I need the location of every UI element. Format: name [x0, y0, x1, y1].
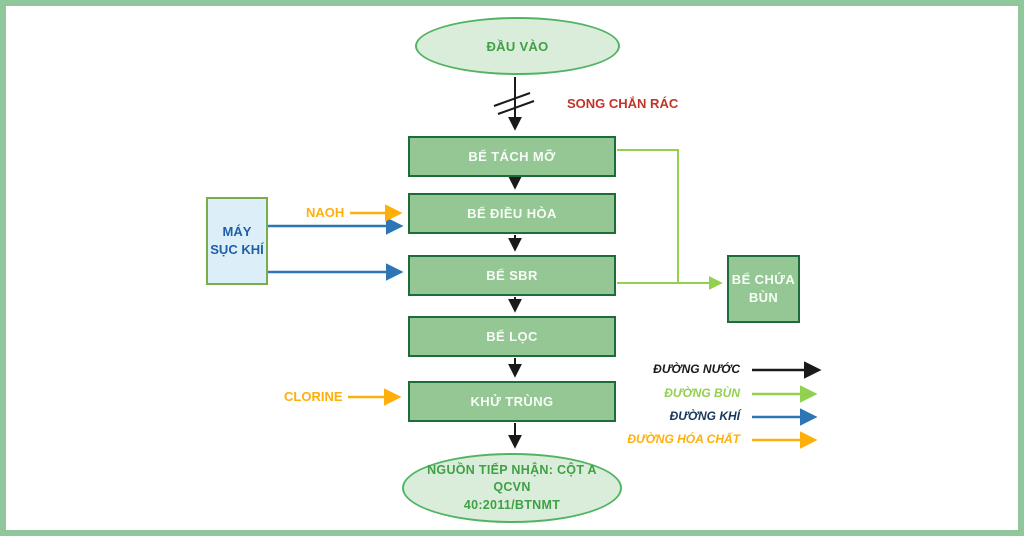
water-arrows	[493, 77, 535, 449]
disinfection-tank-label: KHỬ TRÙNG	[470, 394, 554, 409]
outlet-terminal-label: NGUỒN TIẾP NHẬN: CỘT A QCVN 40:2011/BTNM…	[404, 462, 620, 515]
bar-screen-label: SONG CHẮN RÁC	[567, 96, 679, 111]
legend-chemical-label: ĐƯỜNG HÓA CHẤT	[627, 432, 740, 446]
filter-tank-label: BỂ LỌC	[486, 329, 538, 344]
grease-tank-box: BỂ TÁCH MỠ	[408, 136, 616, 177]
aerator-box: MÁY SỤC KHÍ	[206, 197, 268, 285]
start-terminal: ĐẦU VÀO	[415, 17, 620, 75]
sludge-lines	[617, 149, 723, 290]
aerator-label: MÁY SỤC KHÍ	[210, 224, 264, 257]
legend-sludge-label: ĐƯỜNG BÙN	[664, 386, 740, 400]
sludge-line-from-grease-tank	[617, 149, 679, 283]
naoh-label: NAOH	[306, 205, 345, 220]
bar-screen-mark-2	[497, 100, 535, 115]
sbr-tank-label: BỂ SBR	[486, 268, 538, 283]
sbr-tank-box: BỂ SBR	[408, 255, 616, 296]
filter-tank-box: BỂ LỌC	[408, 316, 616, 357]
legend-water-label: ĐƯỜNG NƯỚC	[653, 362, 740, 376]
outlet-line2: 40:2011/BTNMT	[463, 497, 561, 512]
disinfection-tank-box: KHỬ TRÙNG	[408, 381, 616, 422]
start-terminal-label: ĐẦU VÀO	[486, 38, 549, 54]
outlet-line1: NGUỒN TIẾP NHẬN: CỘT A QCVN	[427, 462, 597, 495]
clorine-label: CLORINE	[284, 389, 343, 404]
outlet-terminal: NGUỒN TIẾP NHẬN: CỘT A QCVN 40:2011/BTNM…	[402, 453, 622, 523]
grease-tank-label: BỂ TÁCH MỠ	[468, 149, 556, 164]
legend-arrows	[752, 361, 822, 449]
sludge-tank-label: BỂ CHỨA BÙN	[731, 271, 796, 305]
sludge-tank-box: BỂ CHỨA BÙN	[727, 255, 800, 323]
legend-air-label: ĐƯỜNG KHÍ	[669, 409, 740, 423]
equalization-tank-label: BỂ ĐIỀU HÒA	[467, 206, 557, 221]
equalization-tank-box: BỂ ĐIỀU HÒA	[408, 193, 616, 234]
air-lines	[268, 217, 404, 281]
bar-screen-mark-1	[493, 92, 531, 107]
chemical-lines	[348, 204, 403, 406]
